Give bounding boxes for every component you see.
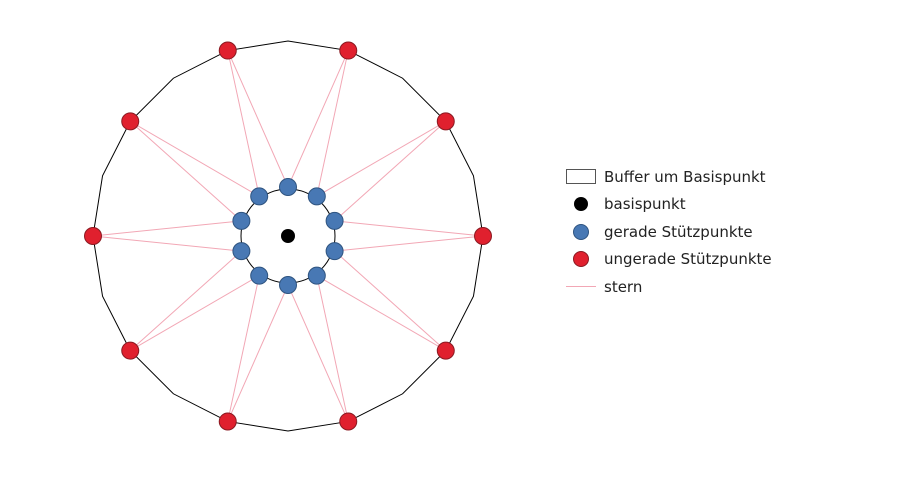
even-point [250, 266, 269, 285]
stern-line-icon [566, 286, 596, 288]
legend: Buffer um Basispunkt basispunkt gerade S… [564, 163, 772, 301]
odd-point [218, 412, 237, 431]
odd-point [121, 341, 140, 360]
odd-point [436, 112, 455, 131]
odd-point [84, 227, 102, 245]
even-point [279, 178, 297, 196]
odd-point [436, 341, 455, 360]
odd-point [474, 227, 492, 245]
even-point-icon [573, 223, 589, 240]
even-point [232, 242, 251, 261]
odd-point-icon [573, 251, 589, 268]
legend-item-odd: ungerade Stützpunkte [564, 246, 772, 274]
legend-item-even: gerade Stützpunkte [564, 218, 772, 246]
legend-item-buffer: Buffer um Basispunkt [564, 163, 772, 191]
even-point [279, 276, 297, 294]
even-point [325, 242, 344, 261]
legend-item-basispunkt: basispunkt [564, 191, 772, 219]
odd-point [218, 41, 237, 60]
buffer-symbol-icon [566, 169, 596, 185]
odd-point [339, 412, 358, 431]
even-point [325, 211, 344, 230]
odd-point [339, 41, 358, 60]
odd-point [121, 112, 140, 131]
even-point [250, 187, 269, 206]
even-point [232, 211, 251, 230]
even-point [307, 187, 326, 206]
basis-point [281, 229, 295, 243]
basis-point-icon [574, 197, 588, 212]
even-point [307, 266, 326, 285]
legend-item-stern: stern [564, 273, 772, 301]
